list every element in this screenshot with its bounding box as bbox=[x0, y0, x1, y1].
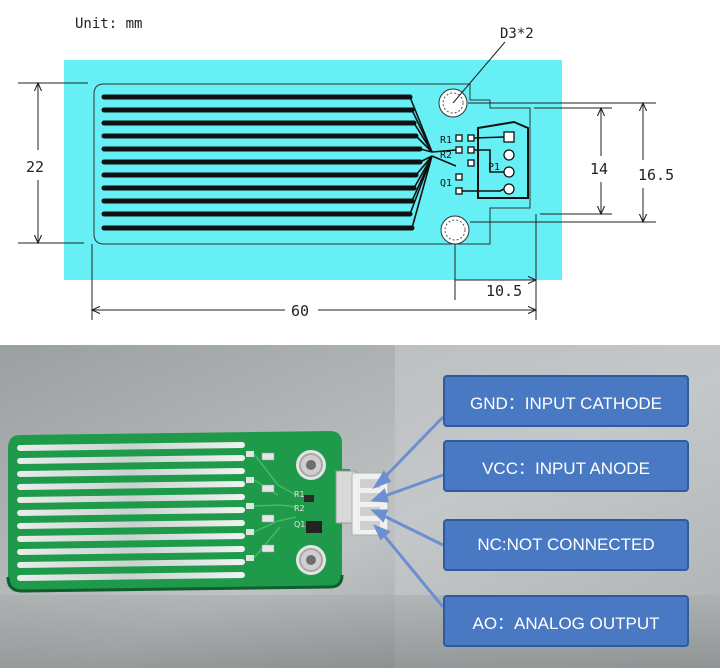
silk-label-r1: R1 bbox=[440, 135, 452, 146]
board-silk-r1: R1 bbox=[294, 490, 305, 499]
dimension-drawing-svg: R1 R2 Q1 P1 Unit: mm D3*2 22 14 bbox=[18, 16, 674, 320]
dimension-width bbox=[92, 244, 536, 320]
sensor-board-edge-shadow bbox=[6, 574, 344, 593]
board-silk-q1: Q1 bbox=[294, 520, 305, 529]
board-mounting-hole-top bbox=[296, 450, 326, 480]
mount-hole-label: D3*2 bbox=[500, 26, 534, 42]
dimension-height-label: 22 bbox=[26, 158, 44, 176]
dimension-width-label: 60 bbox=[291, 302, 309, 320]
board-trace-end-pads bbox=[246, 451, 254, 561]
silk-label-p1: P1 bbox=[488, 162, 500, 173]
mounting-hole-bottom bbox=[440, 215, 470, 245]
pcb-outline bbox=[93, 83, 531, 245]
dimension-hole-offset-label: 10.5 bbox=[486, 282, 522, 300]
unit-label: Unit: mm bbox=[75, 16, 142, 32]
dimension-height bbox=[18, 83, 88, 243]
dimension-pin-span bbox=[534, 108, 612, 214]
silk-label-q1: Q1 bbox=[440, 178, 452, 189]
dimension-drawing: R1 R2 Q1 P1 Unit: mm D3*2 22 14 bbox=[18, 16, 674, 320]
callout-ao-label: AO：ANALOG OUTPUT bbox=[472, 613, 660, 633]
mount-hole-leader bbox=[452, 41, 506, 104]
callout-vcc: VCC：INPUT ANODE bbox=[443, 440, 689, 492]
sensing-traces bbox=[101, 94, 423, 231]
callout-nc: NC:NOT CONNECTED bbox=[443, 519, 689, 571]
board-mounting-hole-bottom bbox=[296, 545, 326, 575]
callout-gnd-label: GND：INPUT CATHODE bbox=[469, 393, 663, 413]
board-silk-r2: R2 bbox=[294, 504, 305, 513]
callout-nc-label: NC:NOT CONNECTED bbox=[477, 535, 655, 554]
dimension-hole-span-label: 16.5 bbox=[638, 166, 674, 184]
callout-ao: AO：ANALOG OUTPUT bbox=[443, 595, 689, 647]
board-sense-traces bbox=[17, 442, 245, 581]
board-header-connector bbox=[335, 470, 389, 536]
callout-gnd: GND：INPUT CATHODE bbox=[443, 375, 689, 427]
dimension-hole-offset bbox=[454, 214, 536, 320]
dimension-pin-span-label: 14 bbox=[590, 160, 608, 178]
pin-callout-arrows bbox=[370, 415, 445, 608]
dimension-hole-span bbox=[468, 103, 656, 222]
board-smd-components bbox=[261, 452, 322, 553]
trace-fan-in bbox=[409, 96, 457, 229]
silk-label-r2: R2 bbox=[440, 150, 452, 161]
connector-p1 bbox=[462, 120, 529, 199]
callout-vcc-label: VCC：INPUT ANODE bbox=[482, 458, 650, 478]
sensor-photo: R1 R2 Q1 bbox=[0, 345, 720, 668]
